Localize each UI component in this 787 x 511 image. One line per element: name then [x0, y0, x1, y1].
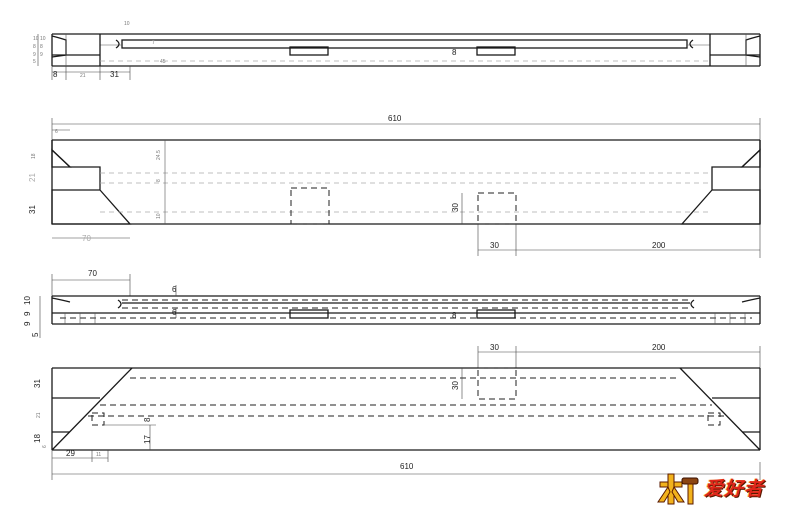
dim-v1-10b: 10	[40, 36, 46, 42]
dim-v2-18: 18	[31, 153, 37, 159]
dim-v1-8: 8	[53, 70, 58, 79]
dim-v1-8b: 8	[33, 44, 36, 50]
dim-v3-9b: 9	[23, 321, 32, 326]
dim-v4-610: 610	[400, 462, 414, 471]
dim-v4-200: 200	[652, 343, 666, 352]
dim-v1-21: 21	[80, 73, 86, 79]
dim-v4-29: 29	[66, 449, 75, 458]
dim-v2-30w: 30	[490, 241, 499, 250]
dim-v2-610: 610	[388, 114, 402, 123]
view-1-elevation: 10 7 45 10 8 9 5 10 8 9 8 21 31 8	[33, 21, 761, 80]
dim-v2-70: 70	[82, 234, 91, 243]
logo: 爱好者	[656, 468, 782, 506]
dim-v3-8: 8	[452, 311, 457, 320]
dim-v4-18: 18	[33, 434, 42, 443]
dim-v3-5: 5	[31, 332, 40, 337]
svg-text:45: 45	[160, 59, 166, 65]
dim-v4-6: 6	[42, 445, 48, 448]
dim-v1-8v: 8	[452, 48, 457, 57]
dim-v3-6b: 6	[172, 308, 177, 317]
dim-v3-6a: 6	[172, 285, 177, 294]
svg-text:7: 7	[152, 40, 155, 46]
dim-v2-200: 200	[652, 241, 666, 250]
dim-v2-6: 6	[55, 129, 58, 135]
dim-v3-70: 70	[88, 269, 97, 278]
view-2-front: 610 24.5 8 10 6 18 21 31 70 3	[28, 114, 761, 258]
wood-icon	[657, 473, 699, 505]
dim-v1-9b: 9	[40, 52, 43, 58]
dim-v2-31: 31	[28, 205, 37, 214]
dim-v3-10: 10	[23, 296, 32, 305]
dim-v4-8: 8	[143, 417, 152, 422]
dim-v4-17: 17	[143, 435, 152, 444]
dim-v3-9a: 9	[23, 311, 32, 316]
view-3-section: 70 6 6 8 10 9 9 5	[23, 269, 761, 338]
dim-v2-21: 21	[28, 173, 37, 182]
dim-v1-5: 5	[33, 59, 36, 65]
dim-v4-31: 31	[33, 379, 42, 388]
svg-text:10: 10	[124, 21, 130, 27]
logo-text: 爱好者	[704, 478, 765, 500]
dim-v2-30h: 30	[451, 203, 460, 212]
view-4-elevation: 30 200 30 31 21 18 6 8 17	[33, 343, 761, 480]
dim-v1-31: 31	[110, 70, 119, 79]
dim-v4-30w: 30	[490, 343, 499, 352]
dim-v2-8: 8	[156, 179, 162, 182]
dim-v1-8c: 8	[40, 44, 43, 50]
dim-v2-245: 24.5	[156, 150, 162, 160]
dim-v1-9a: 9	[33, 52, 36, 58]
dim-v1-10a: 10	[33, 36, 39, 42]
dim-v2-10: 10	[156, 213, 162, 219]
dim-v4-21: 21	[36, 412, 42, 418]
dim-v4-11: 11	[96, 452, 101, 458]
dim-v4-30h: 30	[451, 381, 460, 390]
